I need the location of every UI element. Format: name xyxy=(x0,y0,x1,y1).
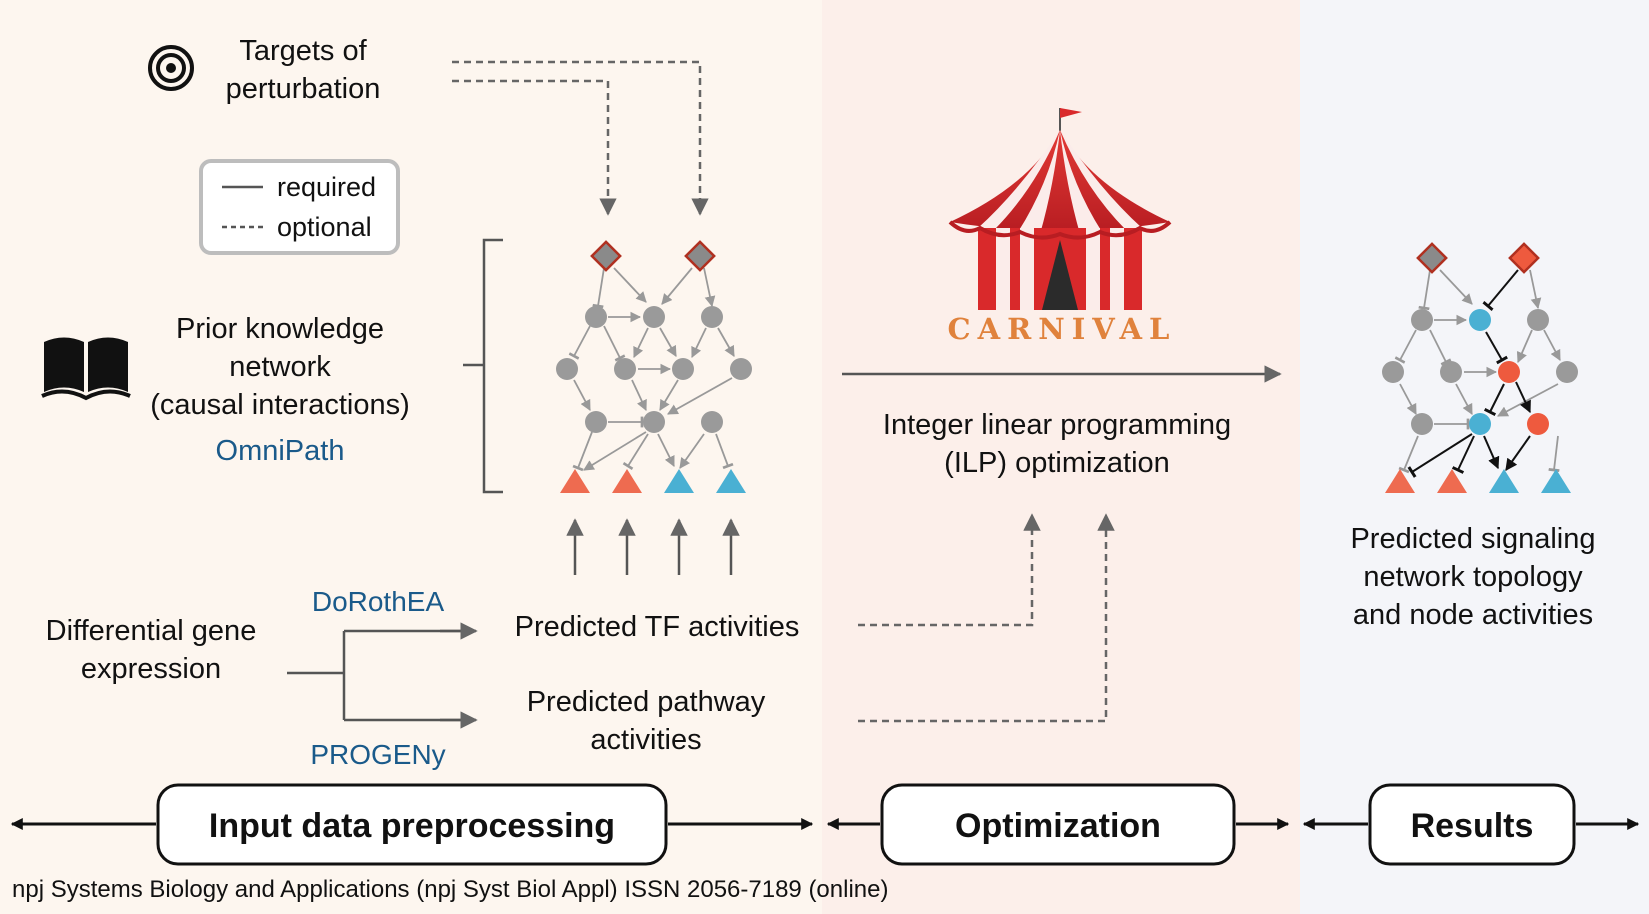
omnipath-link[interactable]: OmniPath xyxy=(216,435,345,467)
prior-network xyxy=(556,240,752,493)
stage-input-box xyxy=(156,783,668,866)
ilp-line-1: Integer linear programming xyxy=(883,409,1231,441)
pathway-activities-line-2: activities xyxy=(590,724,701,756)
perturbed-node-2 xyxy=(684,240,716,272)
legend-optional-label: optional xyxy=(277,212,372,242)
result-perturbed-node-2 xyxy=(1508,242,1540,274)
results-text-line-3: and node activities xyxy=(1353,599,1593,631)
perturbed-node-1 xyxy=(590,240,622,272)
ilp-line-2: (ILP) optimization xyxy=(944,447,1170,479)
stage-results-box xyxy=(1368,783,1576,866)
dorothea-link[interactable]: DoRothEA xyxy=(312,586,445,617)
carnival-logo-text: CARNIVAL xyxy=(948,312,1177,346)
line-style-legend: required optional xyxy=(199,159,400,255)
dge-line-2: expression xyxy=(81,653,221,685)
dge-branch-lines xyxy=(287,629,474,722)
perturbation-label-2: perturbation xyxy=(226,73,381,105)
pathway-activities-line-1: Predicted pathway xyxy=(527,686,766,718)
book-icon xyxy=(41,337,131,401)
tf-node-3 xyxy=(664,469,694,493)
dge-line-1: Differential gene xyxy=(46,615,257,647)
result-perturbed-node-1 xyxy=(1416,242,1448,274)
perturbation-label-1: Targets of xyxy=(239,35,367,67)
tf-node-4 xyxy=(716,469,746,493)
results-text-line-1: Predicted signaling xyxy=(1350,523,1595,555)
tf-node-1 xyxy=(560,469,590,493)
tf-node-2 xyxy=(612,469,642,493)
prior-knowledge-line-2: network xyxy=(229,351,331,383)
stage-results-label: Results xyxy=(1411,807,1534,845)
stage-optimization-label: Optimization xyxy=(955,807,1161,845)
tf-to-ilp-arrow xyxy=(858,513,1041,627)
input-panel-bg xyxy=(0,0,822,914)
perturbation-arrow-2 xyxy=(452,60,709,216)
journal-footer: npj Systems Biology and Applications (np… xyxy=(12,876,888,903)
stage-input-label: Input data preprocessing xyxy=(209,807,615,845)
pathway-to-ilp-arrow xyxy=(858,513,1115,723)
tf-input-arrows xyxy=(566,518,740,575)
network-bracket xyxy=(463,238,503,494)
stage-optimization-box xyxy=(880,783,1236,866)
circus-tent-icon xyxy=(948,108,1172,310)
prior-knowledge-line-1: Prior knowledge xyxy=(176,313,384,345)
legend-required-label: required xyxy=(277,172,376,202)
tf-activities-label: Predicted TF activities xyxy=(515,611,800,643)
prior-knowledge-line-3: (causal interactions) xyxy=(150,389,410,421)
results-panel-bg xyxy=(1300,0,1649,914)
target-icon xyxy=(148,45,194,91)
progeny-link[interactable]: PROGENy xyxy=(310,739,445,770)
result-network xyxy=(1382,242,1578,493)
perturbation-arrow-1 xyxy=(452,79,617,216)
results-text-line-2: network topology xyxy=(1363,561,1583,593)
